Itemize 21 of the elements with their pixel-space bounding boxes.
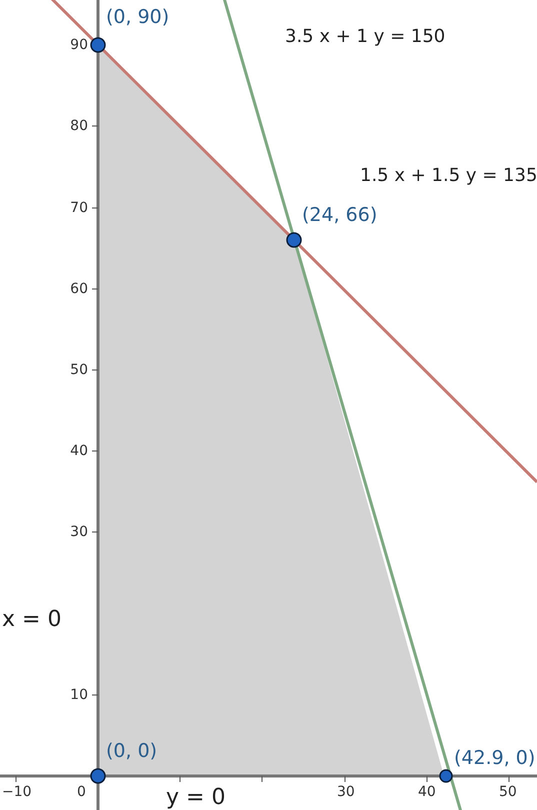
tick-label: 30	[70, 525, 88, 539]
tick-label: 60	[70, 282, 88, 296]
point-label: (42.9, 0)	[454, 749, 536, 768]
tick-label: 50	[499, 785, 517, 799]
point-label: (0, 0)	[106, 742, 158, 761]
tick-label: 40	[418, 785, 436, 799]
tick-label: 80	[70, 119, 88, 133]
equation-label: 3.5 x + 1 y = 150	[285, 28, 446, 46]
tick-label: 30	[337, 785, 355, 799]
tick-label: 70	[70, 201, 88, 215]
tick-label: 10	[70, 688, 88, 702]
equation-label: 1.5 x + 1.5 y = 135	[360, 167, 537, 185]
equation-label: y = 0	[166, 787, 226, 809]
point-label: (0, 90)	[106, 8, 170, 27]
tick-label: 0	[77, 785, 86, 799]
tick-label: −10	[2, 785, 32, 799]
tick-label: 90	[70, 38, 88, 52]
point-label: (24, 66)	[302, 206, 378, 225]
tick-label: 50	[70, 363, 88, 377]
equation-label: x = 0	[2, 609, 62, 631]
tick-label: 40	[70, 444, 88, 458]
